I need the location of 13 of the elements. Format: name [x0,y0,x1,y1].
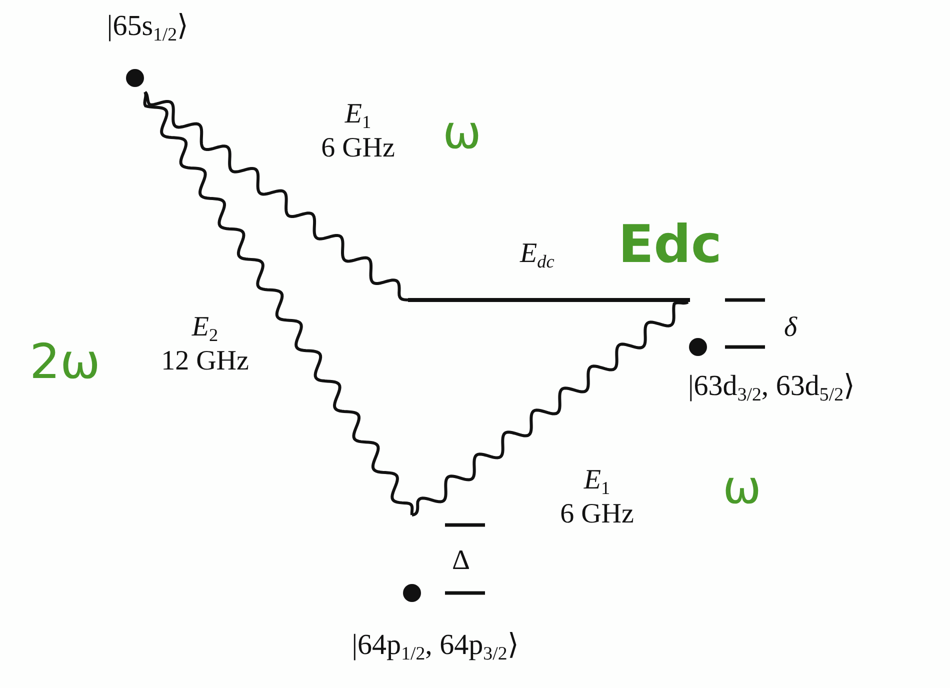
photon-wavy-line [411,300,688,516]
frequency-annotation: 2ω [30,338,100,386]
field-label: E$_{dc}$ [520,240,554,271]
splitting-label: Δ [452,547,470,575]
frequency-annotation: ω [442,109,482,155]
frequency-annotation: Edc [618,219,722,271]
splitting-label: δ [784,314,798,342]
photon-wavy-line [143,92,414,516]
quantum-state-label: |64p$_{1/2}$, 64p$_{3/2}$⟩ [350,631,520,664]
quantum-state-label: |65s$_{1/2}$⟩ [106,12,190,46]
quantum-state-label: |63d$_{3/2}$, 63d$_{5/2}$⟩ [688,372,856,406]
frequency-annotation: ω [722,464,762,510]
photon-wavy-line [144,91,409,302]
